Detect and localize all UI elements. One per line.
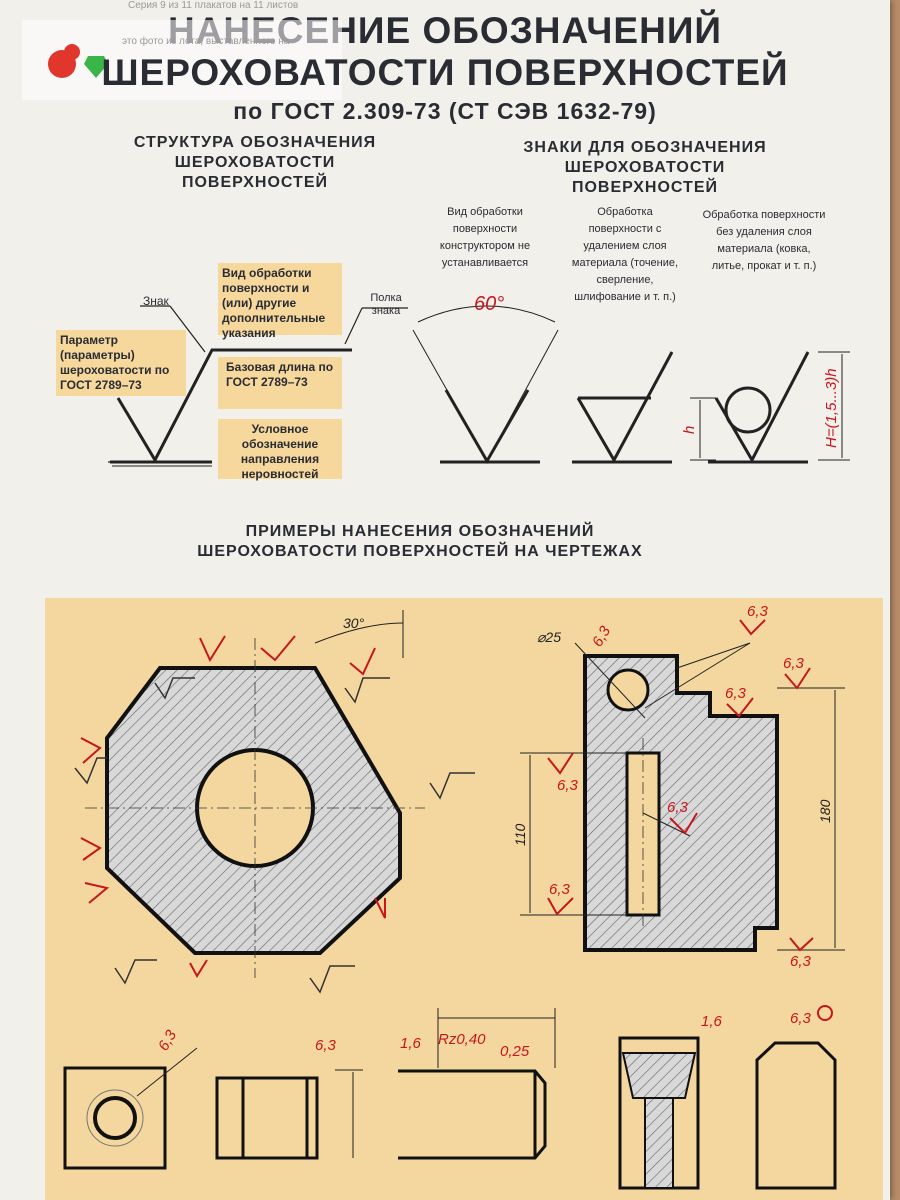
val-shaft: 1,6	[400, 1035, 422, 1052]
plate-red-signs	[547, 619, 814, 952]
subtitle: по ГОСТ 2.309-73 (СТ СЭВ 1632-79)	[233, 98, 657, 124]
sign1-caption: Вид обработки поверхности конструктором …	[439, 206, 531, 269]
val-bottom: 6,3	[790, 953, 812, 970]
sign3-no-removal	[708, 351, 810, 464]
val-bushing: 1,6	[701, 1013, 723, 1030]
cylinder-part	[215, 1076, 319, 1160]
plate-part	[583, 654, 779, 952]
val-square: 6,3	[155, 1027, 180, 1054]
val-cylinder: 6,3	[315, 1037, 337, 1054]
octagon-red-signs	[80, 635, 386, 978]
top-diagrams: 60° h H=(1,5...3)h	[108, 293, 850, 467]
sign1-angle: 60°	[474, 293, 504, 315]
diameter-25: ⌀25	[537, 629, 561, 645]
square-leader	[136, 1047, 198, 1097]
no-removal-circle-icon	[817, 1005, 833, 1021]
bushing-part	[618, 1036, 700, 1190]
drawing-panel: 30°	[45, 598, 883, 1200]
sign2-removal	[572, 351, 674, 464]
val-left-lower: 6,3	[549, 881, 571, 898]
sign3-dimensions	[690, 351, 850, 461]
watermark-logo: это фото из лота, выставленного на	[22, 20, 342, 100]
label-base-length: Базовая длина по ГОСТ 2789–73	[218, 357, 342, 409]
octagon-part	[85, 638, 425, 978]
cylinder-dims	[335, 1069, 363, 1158]
examples-heading-2: ШЕРОХОВАТОСТИ ПОВЕРХНОСТЕЙ НА ЧЕРТЕЖАХ	[197, 543, 643, 560]
watermark-text: это фото из лота, выставленного на	[122, 36, 290, 47]
structure-heading: СТРУКТУРА ОБОЗНАЧЕНИЯ ШЕРОХОВАТОСТИ ПОВЕ…	[133, 134, 377, 191]
val-left-upper: 6,3	[557, 777, 579, 794]
dim-110: 110	[512, 823, 528, 846]
drawings-svg: 30°	[63, 603, 845, 1190]
plate-dimensions	[520, 642, 845, 951]
sign3-caption: Обработка поверхности без удаления слоя …	[702, 209, 826, 272]
angle-30-dim	[314, 610, 404, 658]
label-param: Параметр (параметры) шероховатости по ГО…	[56, 330, 186, 396]
dim-180: 180	[817, 799, 833, 823]
shaft-part	[398, 1069, 547, 1160]
square-part	[63, 1066, 167, 1170]
octagon-dark-signs	[74, 677, 475, 994]
sign1-angle-arc	[412, 305, 559, 462]
val-hole: 6,3	[589, 623, 614, 650]
h-label: h	[681, 426, 698, 434]
label-treatment: Вид обработки поверхности и (или) другие…	[218, 263, 342, 340]
base-025: 0,25	[500, 1043, 530, 1060]
squirrel-logo-icon	[48, 44, 108, 78]
val-slot: 6,3	[667, 799, 689, 816]
label-sign: Знак	[143, 294, 169, 308]
examples-heading-1: ПРИМЕРЫ НАНЕСЕНИЯ ОБОЗНАЧЕНИЙ	[245, 523, 595, 540]
signs-heading: ЗНАКИ ДЛЯ ОБОЗНАЧЕНИЯ ШЕРОХОВАТОСТИ ПОВЕ…	[523, 139, 767, 196]
val-step: 6,3	[725, 685, 747, 702]
small-print: Серия 9 из 11 плакатов на 11 листов	[128, 0, 299, 11]
sign1-basic	[440, 389, 540, 464]
title-line2: ШЕРОХОВАТОСТИ ПОВЕРХНОСТЕЙ	[101, 52, 789, 93]
angle-30: 30°	[343, 615, 365, 631]
structure-sign	[110, 348, 352, 464]
sign2-caption: Обработка поверхности с удалением слоя м…	[571, 206, 679, 303]
label-direction: Условное обозначение направления неровно…	[218, 419, 342, 481]
H-label: H=(1,5...3)h	[823, 368, 840, 448]
rz-value: Rz0,40	[438, 1031, 486, 1048]
val-right: 6,3	[783, 655, 805, 672]
val-block: 6,3	[790, 1010, 812, 1027]
val-top: 6,3	[747, 603, 769, 620]
block-part	[755, 1041, 837, 1190]
shaft-dims	[437, 1008, 556, 1068]
leader-lines	[108, 305, 408, 463]
